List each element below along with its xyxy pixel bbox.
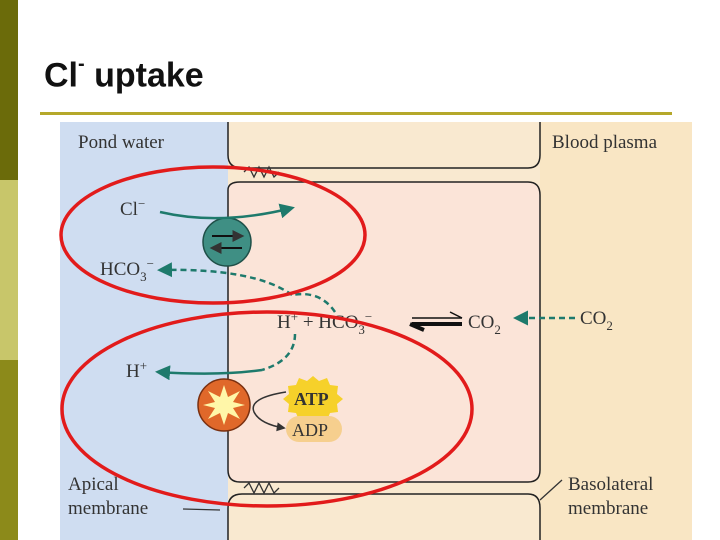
co2-plasma-label: CO2 — [580, 308, 613, 333]
h-efflux-arrow — [155, 365, 263, 381]
co2-cell-label: CO2 — [468, 312, 501, 337]
upper-cell-edge — [227, 122, 541, 169]
h-to-pump-arrow — [261, 333, 297, 372]
hco3-exit-label: HCO3− — [100, 256, 154, 284]
sidebar-segment-dark-lower — [0, 360, 18, 540]
tight-junction-bottom — [243, 481, 280, 495]
sidebar-segment-dark — [0, 0, 18, 180]
blood-plasma-region — [520, 122, 692, 540]
title-rule — [40, 112, 672, 115]
blood-plasma-label: Blood plasma — [552, 132, 658, 153]
title-rest: uptake — [84, 56, 204, 95]
atp-hydrolysis-arrow — [252, 391, 287, 432]
equilibrium-reverse-head-icon — [409, 322, 425, 332]
title-superscript: - — [78, 53, 85, 75]
cl-hco3-exchanger — [202, 217, 252, 267]
adp-badge — [286, 416, 342, 442]
atp-label: ATP — [294, 389, 329, 409]
highlight-exchanger-ellipse — [59, 165, 367, 305]
basolateral-pointer — [539, 479, 563, 501]
apical-label-line1: Apical — [68, 474, 119, 495]
cl-ion-label: Cl− — [120, 196, 145, 220]
basolateral-label-line1: Basolateral — [568, 474, 653, 495]
h-ion-label: H+ — [126, 358, 147, 382]
hco3-efflux-arrow — [157, 262, 293, 297]
apical-pointer — [182, 508, 221, 511]
atp-badge — [283, 376, 343, 422]
basolateral-label-line2: membrane — [568, 498, 648, 519]
pump-starburst-icon — [203, 385, 245, 425]
sidebar-segment-light — [0, 180, 18, 360]
cl-influx-arrow — [159, 203, 295, 220]
apical-label-line2: membrane — [68, 498, 148, 519]
pond-water-label: Pond water — [78, 132, 165, 153]
hco3-to-exchanger-arrow — [291, 292, 337, 313]
lower-cell-edge — [227, 493, 541, 540]
highlight-pump-ellipse — [60, 310, 474, 508]
equilibrium-forward-head-icon — [449, 311, 463, 319]
slide-sidebar — [0, 0, 18, 540]
slide-title: Cl- uptake — [44, 54, 204, 95]
adp-label: ADP — [292, 420, 328, 440]
title-main: Cl — [44, 56, 78, 95]
